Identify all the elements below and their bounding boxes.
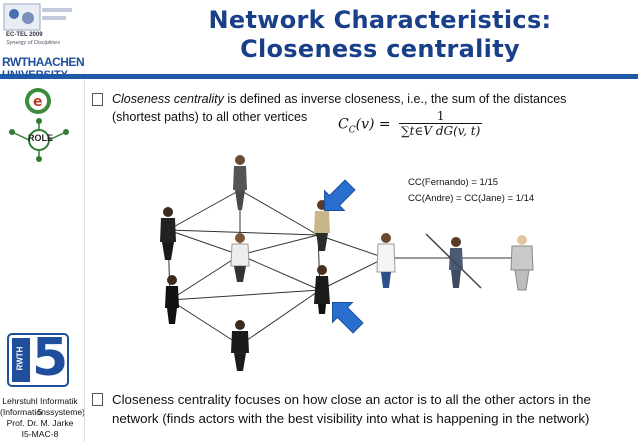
actor-doctor: [376, 233, 396, 288]
bullet-marker: [92, 93, 103, 106]
edge: [167, 189, 241, 231]
edge: [317, 234, 386, 259]
edge: [167, 229, 171, 301]
edge: [169, 254, 241, 301]
e-logo: e: [16, 86, 60, 116]
actor-center-fernando: [230, 233, 250, 282]
actor-left-upper: [160, 207, 176, 260]
chair-line-3: Prof. Dr. M. Jarke: [6, 418, 74, 428]
edge: [167, 229, 241, 256]
arrow-to-jane: [332, 302, 364, 334]
edge: [239, 254, 321, 291]
svg-text:e: e: [33, 94, 43, 110]
ectel-logo-text-1: EC-TEL 2009: [6, 32, 43, 38]
chair-line-4: I5-MAC-8: [21, 429, 59, 439]
edge: [239, 289, 321, 346]
rwth-logo: RWTHAACHEN UNIVERSITY: [2, 55, 85, 84]
bullet-focus-line1: Closeness centrality focuses on how clos…: [112, 392, 591, 407]
slide-title-line1: Network Characteristics:: [208, 6, 552, 34]
actor-left-lower: [165, 275, 179, 324]
chair-line-2: (Informationssysteme): [0, 407, 86, 417]
rwth-logo-line1: RWTHAACHEN: [2, 55, 85, 69]
title-underline: [0, 74, 638, 79]
arrow-to-andre: [324, 179, 356, 211]
bullet-focus-line2: network (finds actors with the best visi…: [112, 411, 590, 426]
role-logo: ROLE: [6, 118, 72, 162]
edge: [319, 257, 386, 291]
i5-logo-graphic: [7, 333, 69, 387]
ectel-logo-graphic: [3, 3, 72, 31]
chair-line-1: Lehrstuhl Informatik 5: [2, 396, 78, 417]
actor-right-lower-jane: [314, 265, 330, 314]
actor-bottom: [231, 320, 249, 371]
actor-sweeper: [425, 233, 482, 289]
i5-logo: 5 RWTH: [6, 328, 70, 388]
edge: [169, 289, 321, 301]
network-edges: [167, 189, 520, 346]
i5-logo-number: 5: [32, 328, 69, 388]
formula-numerator: 1: [436, 109, 445, 123]
edge: [239, 234, 319, 256]
formula-lhs-sub: C: [348, 125, 356, 136]
closeness-formula: CC(v) = 1 ∑t∈V dG(v, t): [338, 109, 483, 139]
ectel-logo: EC-TEL 2009 Synergy of Disciplines: [2, 2, 78, 50]
actor-worker: [510, 235, 534, 291]
sidebar: EC-TEL 2009 Synergy of Disciplines RWTHA…: [0, 0, 86, 442]
ectel-logo-text-2: Synergy of Disciplines: [6, 40, 61, 46]
bullet-marker: [92, 393, 103, 406]
bullet-definition-term: Closeness centrality: [112, 92, 224, 106]
actor-right-upper-andre: [314, 200, 330, 251]
bullet-definition-rest: is defined as inverse closeness, i.e., t…: [223, 92, 567, 106]
sidebar-divider: [84, 76, 85, 442]
edge: [317, 234, 321, 291]
formula-lhs: C: [338, 116, 349, 133]
e-logo-graphic: e: [25, 88, 51, 114]
edge: [239, 189, 319, 236]
slide-title-line2: Closeness centrality: [240, 35, 520, 63]
closeness-values: CC(Fernando) = 1/15 CC(Andre) = CC(Jane)…: [408, 175, 534, 207]
closeness-value-fernando: CC(Fernando) = 1/15: [408, 177, 499, 188]
edge: [169, 299, 241, 346]
role-network-graphic: [9, 118, 69, 162]
bullet-focus-text: Closeness centrality focuses on how clos…: [112, 390, 612, 428]
formula-lhs-arg: (v) =: [355, 116, 391, 133]
formula-denominator: ∑t∈V dG(v, t): [399, 123, 483, 138]
i5-logo-badge: RWTH: [15, 346, 25, 371]
bullet-definition-line2: (shortest paths) to all other vertices: [112, 110, 308, 124]
closeness-value-andre-jane: CC(Andre) = CC(Jane) = 1/14: [408, 193, 535, 204]
edge: [167, 229, 319, 236]
actor-top: [233, 155, 247, 210]
role-logo-label: ROLE: [28, 133, 54, 143]
slide-title: Network Characteristics: Closeness centr…: [130, 6, 630, 64]
bullet-definition-text: Closeness centrality is defined as inver…: [112, 90, 612, 126]
